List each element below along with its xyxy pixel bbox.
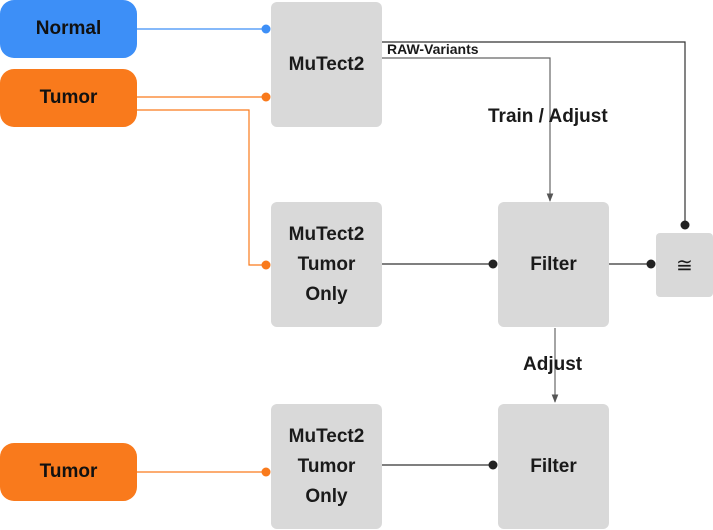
adjust-label: Adjust (523, 354, 583, 375)
edge-mutect2-to-compare (382, 41, 686, 225)
tumor-input-node-top: Tumor (0, 69, 137, 127)
mutect2-tumor-only-node-top: MuTect2 Tumor Only (271, 202, 382, 327)
edge-tumor-to-mutect2-tumor-only (137, 109, 266, 266)
approximately-equal-icon: ≅ (676, 253, 693, 277)
mutect2-node: MuTect2 (271, 2, 382, 127)
filter-node-bottom: Filter (498, 404, 609, 529)
mutect2-label: MuTect2 (288, 53, 365, 75)
mutect2-tumor-only-label-top: MuTect2 Tumor Only (288, 223, 365, 305)
edge-tumor-to-mutect2-tumor-only-dot (261, 260, 271, 270)
edge-mutect2-to-filter (382, 57, 554, 202)
edge-tumor-to-mutect2-dot (261, 92, 271, 102)
raw-variants-label: RAW-Variants (387, 41, 479, 57)
edge-filter-to-compare-dot (646, 259, 656, 269)
normal-input-node: Normal (0, 0, 137, 58)
tumor-input-node-bottom: Tumor (0, 443, 137, 501)
edge-tumor-bottom-to-tumor-only-dot (261, 467, 271, 477)
normal-input-label: Normal (35, 18, 102, 39)
mutect2-tumor-only-label-bottom: MuTect2 Tumor Only (288, 425, 365, 507)
filter-node-top: Filter (498, 202, 609, 327)
train-adjust-label: Train / Adjust (488, 106, 608, 127)
edge-tumor-only-to-filter-top-dot (488, 259, 498, 269)
filter-label-top: Filter (530, 253, 577, 275)
edge-normal-to-mutect2-dot (261, 24, 271, 34)
mutect2-tumor-only-node-bottom: MuTect2 Tumor Only (271, 404, 382, 529)
tumor-input-label-bottom: Tumor (39, 461, 98, 482)
compare-node: ≅ (656, 233, 713, 297)
edge-mutect2-to-compare-dot (680, 220, 690, 230)
edge-tumor-only-to-filter-bottom-dot (488, 460, 498, 470)
filter-label-bottom: Filter (530, 455, 577, 477)
tumor-input-label-top: Tumor (39, 87, 98, 108)
